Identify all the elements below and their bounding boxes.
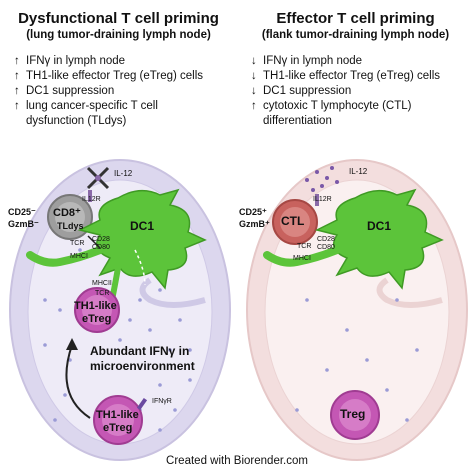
left-subtitle: (lung tumor-draining lymph node) xyxy=(26,29,211,41)
right-bullet: ↓TH1-like effector Treg (eTreg) cells xyxy=(251,70,441,82)
lymph-node-hilum xyxy=(376,277,443,308)
label-abundant-line2: microenvironment xyxy=(90,359,195,373)
right-bullet: ↓IFNγ in lymph node xyxy=(251,55,363,67)
right-bullet: ↑cytotoxic T lymphocyte (CTL) xyxy=(251,100,412,112)
il12r-receptor-icon xyxy=(315,194,319,206)
right-lymph-node-illustration xyxy=(246,159,468,461)
il12-molecule-icon xyxy=(95,175,101,181)
right-title: Effector T cell priming xyxy=(276,10,435,27)
label-etreg-upper: eTreg xyxy=(82,313,112,325)
label-ctl: CTL xyxy=(281,214,305,228)
left-bullet: dysfunction (TLdys) xyxy=(26,115,127,127)
differentiation-arrow xyxy=(65,344,91,419)
label-gzmb: GzmB⁻ xyxy=(8,219,39,229)
label-dc1: DC1 xyxy=(130,219,155,233)
left-title: Dysfunctional T cell priming xyxy=(18,10,219,27)
label-mhci: MHCI xyxy=(70,253,88,260)
label-il12r: IL12R xyxy=(313,196,332,203)
label-th1-lower: TH1-like xyxy=(96,409,139,421)
right-bullet: differentiation xyxy=(263,115,332,127)
lymph-node-hilum xyxy=(139,277,206,308)
label-mhci: MHCI xyxy=(293,255,311,262)
left-lymph-node-illustration xyxy=(9,159,231,461)
label-ifnyr: IFNγR xyxy=(152,398,172,405)
label-cd25: CD25⁻ xyxy=(8,207,36,217)
left-bullet: ↑TH1-like effector Treg (eTreg) cells xyxy=(14,70,204,82)
label-il12: IL-12 xyxy=(114,169,133,178)
label-etreg-lower: eTreg xyxy=(103,422,133,434)
label-cd80: CD80 xyxy=(92,244,110,251)
left-panel: Dysfunctional T cell priming (lung tumor… xyxy=(8,10,233,461)
label-cd80: CD80 xyxy=(317,244,335,251)
label-tcr: TCR xyxy=(297,243,312,250)
left-bullet: ↑IFNγ in lymph node xyxy=(14,55,126,67)
label-cd25: CD25⁺ xyxy=(239,207,267,217)
dc1-cell xyxy=(77,188,207,290)
label-cd28: CD28 xyxy=(317,236,335,243)
il12r-receptor-icon xyxy=(88,190,92,202)
label-abundant-line1: Abundant IFNγ in xyxy=(90,344,190,358)
right-bullet: ↓DC1 suppression xyxy=(251,85,352,97)
label-cd8: CD8⁺ xyxy=(53,207,81,219)
left-bullet: ↑lung cancer-specific T cell xyxy=(14,100,158,112)
label-il12r: IL12R xyxy=(82,196,101,203)
left-bullet: ↑DC1 suppression xyxy=(14,85,115,97)
dc1-cell xyxy=(314,188,444,290)
right-bullet-list: ↓IFNγ in lymph node ↓TH1-like effector T… xyxy=(251,54,470,129)
right-panel: Effector T cell priming (flank tumor-dra… xyxy=(237,0,474,474)
ifnyr-receptor-icon xyxy=(136,397,148,411)
ifn-dots xyxy=(295,298,419,422)
label-th1-upper: TH1-like xyxy=(74,300,117,312)
label-mhcii: MHCII xyxy=(92,280,112,287)
right-subtitle: (flank tumor-draining lymph node) xyxy=(261,29,450,41)
label-tcr: TCR xyxy=(70,240,85,247)
footer-credit: Created with Biorender.com xyxy=(166,455,308,467)
label-gzmb: GzmB⁺ xyxy=(239,219,270,229)
label-tcr-treg: TCR xyxy=(95,290,110,297)
il12-molecules-icon xyxy=(305,166,339,192)
label-treg: Treg xyxy=(340,407,366,421)
label-dc1: DC1 xyxy=(367,219,392,233)
label-cd28: CD28 xyxy=(92,236,110,243)
label-il12: IL-12 xyxy=(349,167,368,176)
label-tldys: TLdys xyxy=(57,221,84,231)
left-bullet-list: ↑IFNγ in lymph node ↑TH1-like effector T… xyxy=(14,54,233,129)
suppression-arrow xyxy=(134,249,146,286)
